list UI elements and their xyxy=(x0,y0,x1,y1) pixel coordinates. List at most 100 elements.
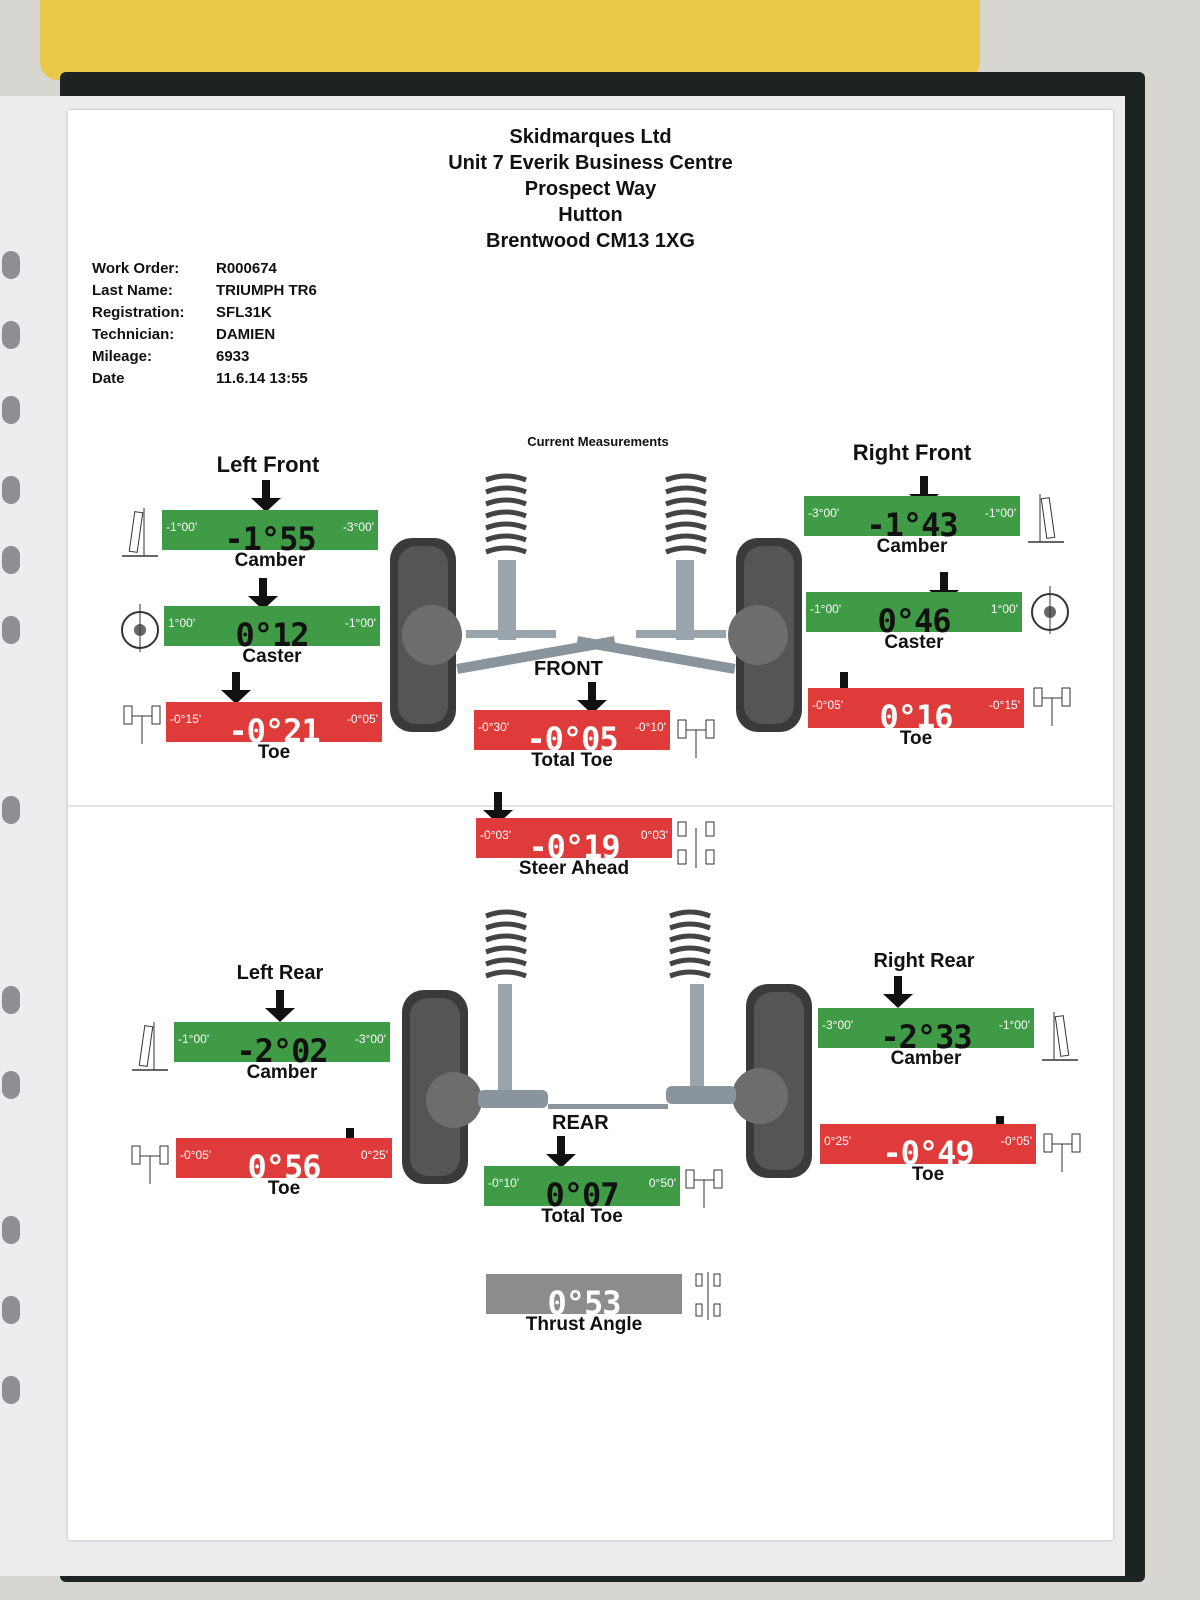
gauge-value: -0°05 xyxy=(526,720,618,758)
toe-icon xyxy=(1033,687,1071,726)
total-toe-icon xyxy=(685,1169,723,1208)
total-toe-icon xyxy=(677,719,715,758)
gauge-min: -0°03' xyxy=(480,828,512,842)
gauge-value: 0°16 xyxy=(879,698,953,736)
left-front-heading: Left Front xyxy=(216,452,320,477)
info-row: Work Order:R000674 xyxy=(92,260,317,282)
gauge-bar: -3°00' -1°00' -2°33 xyxy=(818,1008,1034,1056)
gauge-value: -0°21 xyxy=(228,712,320,750)
gauge-value: 0°12 xyxy=(235,616,309,654)
info-label: Technician: xyxy=(92,326,175,343)
address-line: Brentwood CM13 1XG xyxy=(486,230,695,252)
info-row: Registration:SFL31K xyxy=(92,304,317,326)
envelope xyxy=(40,0,980,80)
gauge-min: -0°10' xyxy=(488,1176,520,1190)
gauge-max: -3°00' xyxy=(354,1032,386,1046)
gauge-max: -1°00' xyxy=(984,506,1016,520)
right-front-heading: Right Front xyxy=(852,440,972,465)
gauge-bar: -1°00' 1°00' 0°46 xyxy=(806,592,1022,640)
toe-icon xyxy=(123,705,161,744)
gauge-bar: -1°00' -3°00' -2°02 xyxy=(174,1022,390,1070)
gauge-bar: -0°03' 0°03' -0°19 xyxy=(476,818,672,866)
address-line: Skidmarques Ltd xyxy=(509,126,672,148)
info-row: Date 11.6.14 13:55 xyxy=(92,370,317,392)
gauge-value: 0°53 xyxy=(547,1284,621,1322)
toe-icon xyxy=(1043,1133,1081,1172)
lf-toe-gauge: -0°15' -0°05' -0°21 Toe xyxy=(166,694,382,763)
gauge-max: -1°00' xyxy=(344,616,376,630)
info-row: Mileage: 6933 xyxy=(92,348,317,370)
front-label: FRONT xyxy=(534,658,603,680)
rear-suspension-illustration xyxy=(402,909,812,1184)
gauge-label: Caster xyxy=(884,632,944,653)
gauge-label: Caster xyxy=(242,646,302,667)
info-value: R000674 xyxy=(216,260,277,277)
rf-camber-gauge: -3°00' -1°00' -1°43 Camber xyxy=(804,488,1020,557)
gauge-min: -0°05' xyxy=(180,1148,212,1162)
gauge-label: Toe xyxy=(267,1178,301,1199)
camber-icon xyxy=(1028,494,1064,543)
gauge-label: Toe xyxy=(257,742,291,763)
job-info: Work Order:R000674 Last Name: TRIUMPH TR6… xyxy=(92,260,317,392)
lr-camber-gauge: -1°00' -3°00' -2°02 Camber xyxy=(174,1014,390,1083)
front-total-toe-gauge: -0°30' -0°10' -0°05 Total Toe xyxy=(474,702,670,771)
camber-icon xyxy=(122,508,158,557)
gauge-bar: -0°10' 0°50' 0°07 xyxy=(484,1166,680,1214)
gauge-label: Toe xyxy=(911,1164,945,1185)
info-label: Date xyxy=(92,370,125,387)
gauge-bar: -3°00' -1°00' -1°43 xyxy=(804,496,1020,544)
info-value: TRIUMPH TR6 xyxy=(216,282,317,299)
gauge-label: Camber xyxy=(876,536,948,557)
gauge-bar: -1°00' -3°00' -1°55 xyxy=(162,510,378,558)
lr-toe-gauge: -0°05' 0°25' 0°56 Toe xyxy=(176,1130,392,1199)
gauge-value: -1°43 xyxy=(866,506,958,544)
rear-total-toe-gauge: -0°10' 0°50' 0°07 Total Toe xyxy=(484,1158,680,1227)
thrust-angle-gauge: 0°53 Thrust Angle xyxy=(486,1266,682,1335)
gauge-max: -0°05' xyxy=(1000,1134,1032,1148)
gauge-bar: -0°05' 0°25' 0°56 xyxy=(176,1138,392,1186)
gauge-min: 0°25' xyxy=(824,1134,852,1148)
gauge-max: 1°00' xyxy=(990,602,1018,616)
gauge-value: -2°02 xyxy=(236,1032,328,1070)
gauge-value: -0°49 xyxy=(882,1134,974,1172)
info-label: Last Name: xyxy=(92,282,173,299)
gauge-min: -0°30' xyxy=(478,720,510,734)
steer-ahead-icon xyxy=(677,821,715,868)
gauge-label: Camber xyxy=(890,1048,962,1069)
gauge-max: 0°50' xyxy=(648,1176,676,1190)
gauge-min: -0°15' xyxy=(170,712,202,726)
caster-icon xyxy=(1031,586,1069,634)
info-label: Mileage: xyxy=(92,348,153,365)
gauge-max: -3°00' xyxy=(342,520,374,534)
info-value: SFL31K xyxy=(216,304,272,321)
info-row: Last Name: TRIUMPH TR6 xyxy=(92,282,317,304)
gauge-min: -1°00' xyxy=(166,520,198,534)
gauge-min: 1°00' xyxy=(168,616,196,630)
gauge-value: 0°56 xyxy=(247,1148,321,1186)
info-value: 11.6.14 13:55 xyxy=(216,370,308,387)
camber-icon xyxy=(1042,1012,1078,1061)
gauge-min: -0°05' xyxy=(812,698,844,712)
fold-line xyxy=(68,805,1113,807)
gauge-label: Steer Ahead xyxy=(518,858,630,879)
rr-toe-gauge: 0°25' -0°05' -0°49 Toe xyxy=(820,1116,1036,1185)
gauge-label: Total Toe xyxy=(531,750,613,771)
rf-caster-gauge: -1°00' 1°00' 0°46 Caster xyxy=(806,584,1022,653)
gauge-min: -1°00' xyxy=(178,1032,210,1046)
business-address: Skidmarques Ltd Unit 7 Everik Business C… xyxy=(68,124,1113,254)
gauge-max: -0°15' xyxy=(988,698,1020,712)
front-suspension-illustration xyxy=(390,473,802,732)
gauge-value: -0°19 xyxy=(528,828,620,866)
gauge-label: Camber xyxy=(234,550,306,571)
gauge-label: Thrust Angle xyxy=(525,1314,643,1335)
info-value: 6933 xyxy=(216,348,250,365)
gauge-value: -2°33 xyxy=(880,1018,972,1056)
gauge-label: Toe xyxy=(899,728,933,749)
gauge-max: -0°05' xyxy=(346,712,378,726)
right-rear-heading: Right Rear xyxy=(873,950,975,972)
gauge-value: 0°46 xyxy=(877,602,951,640)
gauge-min: -1°00' xyxy=(810,602,842,616)
gauge-max: -0°10' xyxy=(634,720,666,734)
rear-label: REAR xyxy=(552,1112,609,1134)
gauge-bar: -0°15' -0°05' -0°21 xyxy=(166,702,382,750)
